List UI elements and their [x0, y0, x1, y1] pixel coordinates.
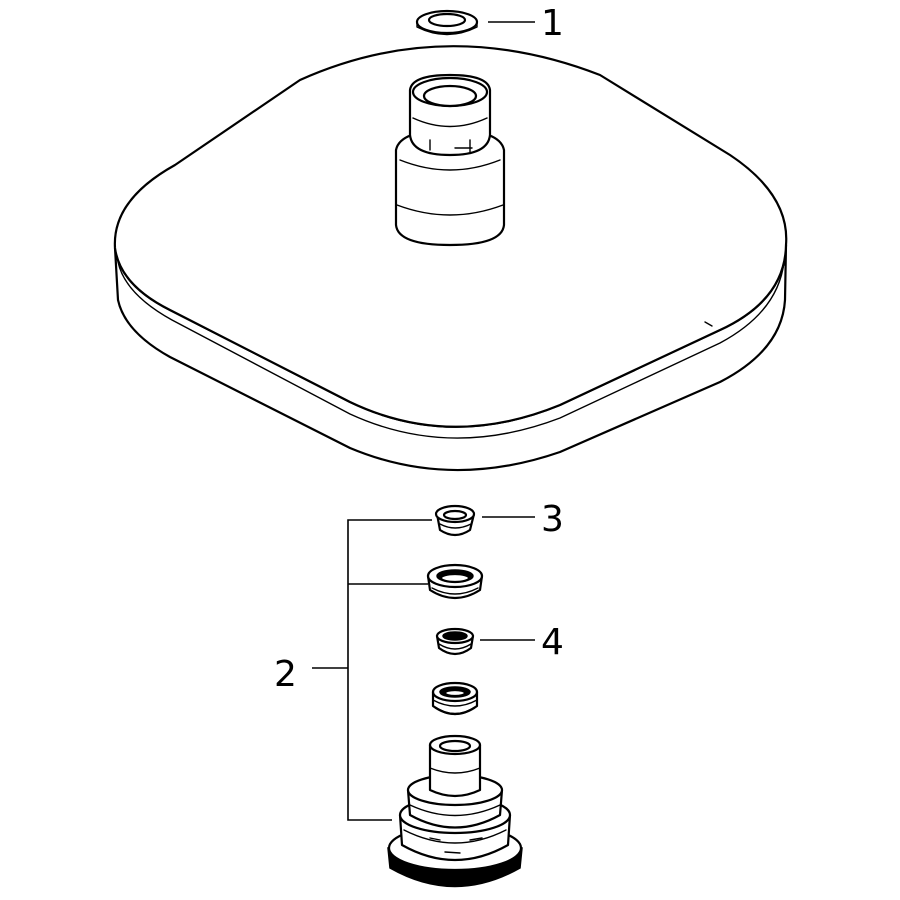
- flow-limiter-icon: [434, 504, 476, 537]
- ball-joint-body-icon: [387, 734, 523, 888]
- assembly-bracket: [347, 519, 432, 821]
- callout-4: 4: [541, 622, 564, 663]
- filter-insert-icon: [435, 627, 475, 656]
- callout-1: 1: [541, 3, 564, 44]
- washer-ring-icon: [415, 9, 479, 36]
- ring-nut-icon: [426, 563, 484, 600]
- ball-joint-connector: [394, 73, 506, 247]
- seal-ring-icon: [431, 681, 479, 716]
- callout-3: 3: [541, 499, 564, 540]
- callout-2: 2: [274, 654, 297, 695]
